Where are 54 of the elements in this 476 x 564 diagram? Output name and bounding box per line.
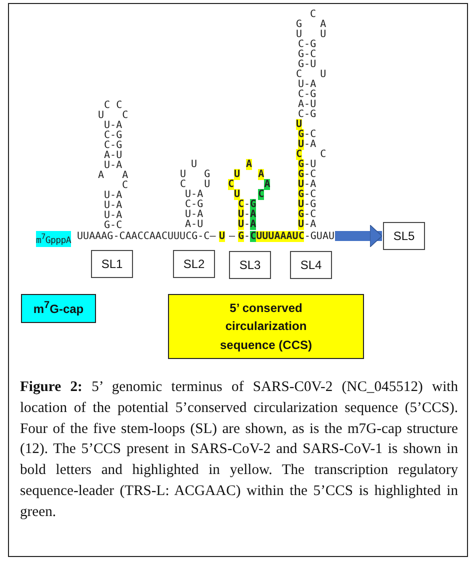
nucleotide-text: C-G — [298, 39, 316, 50]
nucleotide-text: G-CUUUAAAUC-GUAU — [238, 231, 334, 242]
cap-sequence-text: m$^{7}$GpppA — [36, 231, 71, 247]
nucleotide-text: A-U — [185, 219, 204, 230]
nucleotide-text: U-A — [298, 79, 316, 90]
nucleotide-text: U — [191, 159, 198, 170]
stem-loop-box: SL4 — [290, 251, 332, 279]
nucleotide-text: U — [296, 119, 302, 130]
nucleotide-text: C — [310, 9, 316, 20]
stem-loop-box: SL2 — [173, 250, 215, 278]
nucleotide-text: U-A — [104, 200, 122, 211]
nucleotide-text: U U — [296, 29, 326, 40]
nucleotide-text: A-U — [298, 99, 316, 110]
cap-box: m$^{7}$G-cap — [21, 294, 96, 323]
nucleotide-text: UUAAAG-CAACCAACUUUCG-C– — [77, 231, 216, 242]
nucleotide-text: A — [246, 159, 252, 170]
nucleotide-text: U-A — [185, 209, 204, 220]
nucleotide-text: C C — [104, 100, 122, 111]
nucleotide-text: G-U — [298, 59, 316, 70]
nucleotide-text: C U — [180, 179, 210, 190]
nucleotide-text: C-G — [185, 199, 204, 210]
nucleotide-text: U-A — [104, 160, 122, 171]
nucleotide-text: C — [122, 180, 128, 191]
nucleotide-text: C C — [296, 149, 326, 160]
block-arrow — [335, 224, 382, 248]
nucleotide-text: U-A — [185, 189, 204, 200]
nucleotide-text: C-G — [104, 130, 122, 141]
stem-loop-box: SL1 — [91, 250, 133, 278]
nucleotide-text: U G — [180, 169, 210, 180]
nucleotide-text: C U — [296, 69, 326, 80]
nucleotide-text: C A — [228, 179, 270, 190]
sequence-box: 5’ conserved circularization sequence (CCS) — [168, 294, 364, 359]
nucleotide-text: U-A — [238, 219, 256, 230]
nucleotide-text: A A — [98, 170, 128, 181]
nucleotide-text: U C — [98, 110, 128, 121]
nucleotide-text: U-A — [298, 139, 316, 150]
nucleotide-text: A-U — [104, 150, 122, 161]
stem-loop-box: SL5 — [383, 222, 425, 250]
nucleotide-text: U — [219, 231, 226, 242]
nucleotide-text: G-C — [298, 49, 316, 60]
nucleotide-text: C-G — [104, 140, 122, 151]
nucleotide-text: C-G — [298, 109, 316, 120]
nucleotide-text: U-A — [104, 210, 122, 221]
nucleotide-text: U C — [234, 189, 264, 200]
stem-loop-box: SL3 — [229, 251, 271, 279]
nucleotide-text: U-A — [298, 219, 316, 230]
nucleotide-text: G A — [296, 19, 326, 30]
nucleotide-text: U-A — [104, 120, 122, 131]
figure-caption: Figure 2: 5’ genomic terminus of SARS-C0V-2 (NC_045512) with location of the potential 5’conserved circularization sequence (5’CCS). Four of the five stem-loops (SL) are shown, as is the m7G-cap structure (12). The 5’CCS present in SARS-CoV-2 and SARS-CoV-1 is shown in bold letters and highlighted in yellow. The transcription regulatory sequence-leader (TRS-L: ACGAAC) within the 5’CCS is highlighted in green. — [20, 378, 458, 522]
nucleotide-text: U-A — [104, 190, 122, 201]
nucleotide-text: C-G — [298, 89, 316, 100]
nucleotide-text: – — [229, 231, 236, 242]
nucleotide-text: U A — [234, 169, 264, 180]
nucleotide-text: G-C — [104, 220, 122, 231]
